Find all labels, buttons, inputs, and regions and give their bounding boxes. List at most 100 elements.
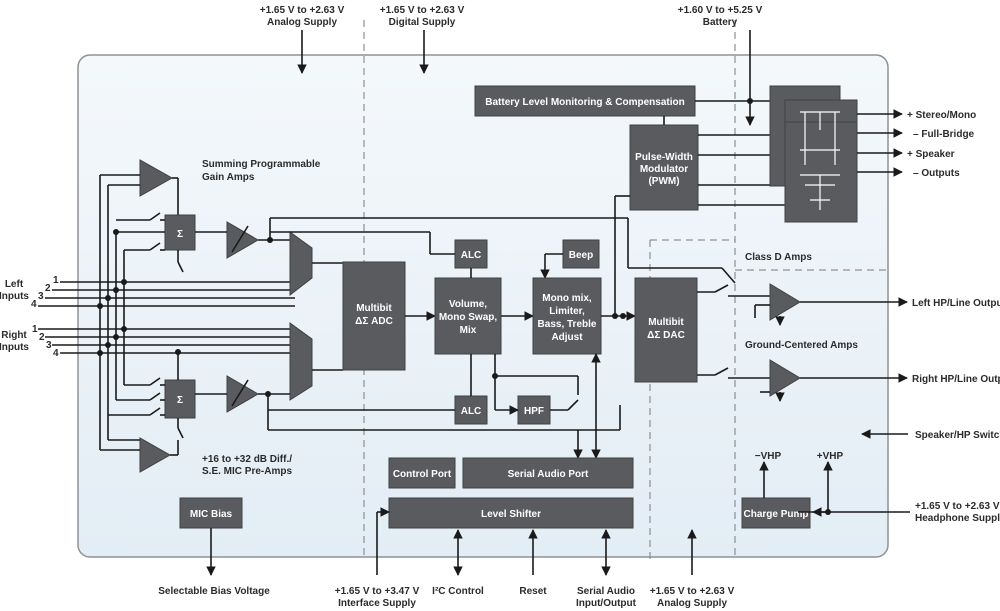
switch-label: Speaker/HP Switch: [915, 430, 1000, 441]
speaker-output-label: + Stereo/Mono: [907, 110, 976, 121]
annotation-line: +16 to +32 dB Diff./: [202, 454, 292, 465]
serial-audio-port-block: Serial Audio Port: [462, 457, 634, 489]
block-label: Σ: [177, 395, 183, 406]
interface-supply: +1.65 V to +3.47 V Interface Supply: [335, 507, 420, 609]
annotation-line: Summing Programmable: [202, 159, 321, 170]
block-label-line: Multibit: [648, 317, 684, 328]
pos-vhp-label: +VHP: [817, 451, 844, 462]
supply-name: Digital Supply: [389, 17, 456, 28]
supply-name: Analog Supply: [267, 17, 337, 28]
right-hp-amp: Right HP/Line Output: [760, 359, 1000, 402]
input-number: 2: [45, 283, 51, 294]
alc-bottom-block: ALC: [454, 395, 488, 425]
speaker-hp-switch: Speaker/HP Switch: [861, 429, 1000, 441]
input-number: 4: [53, 348, 59, 359]
battery-monitor-block: Battery Level Monitoring & Compensation: [474, 85, 696, 117]
block-label-line: Mix: [460, 325, 477, 336]
io-label: Serial Audio: [577, 586, 635, 597]
input-number: 3: [38, 291, 44, 302]
charge-pump-block: Charge Pump −VHP +VHP: [741, 451, 910, 529]
supply-voltage: +1.65 V to +2.63 V: [915, 501, 1000, 512]
block-label: MIC Bias: [190, 509, 233, 520]
left-hp-output-label: Left HP/Line Output: [912, 298, 1000, 309]
analog-supply-top: +1.65 V to +2.63 V Analog Supply: [260, 5, 345, 74]
input-number: 2: [39, 332, 45, 343]
speaker-outputs: + Stereo/Mono – Full-Bridge + Speaker – …: [857, 109, 976, 179]
i2c-control: I²C Control: [432, 529, 484, 597]
reset-input: Reset: [519, 529, 547, 597]
alc-top-block: ALC: [454, 239, 488, 269]
headphone-supply: +1.65 V to +2.63 V Headphone Supply: [915, 501, 1000, 524]
block-label: Battery Level Monitoring & Compensation: [485, 97, 684, 108]
hpf-block: HPF: [517, 395, 551, 425]
neg-vhp-label: −VHP: [755, 451, 782, 462]
speaker-output-label: – Full-Bridge: [913, 129, 975, 140]
block-label-line: Bass, Treble: [538, 319, 597, 330]
block-label-line: Multibit: [356, 303, 392, 314]
mic-preamp-top: [100, 159, 179, 215]
speaker-output-label: + Speaker: [907, 149, 955, 160]
block-label-line: Modulator: [640, 164, 688, 175]
supply-voltage: +1.65 V to +2.63 V: [380, 5, 465, 16]
beep-block: Beep: [562, 239, 600, 269]
sum-top-switches: [113, 212, 184, 273]
supply-voltage: +1.65 V to +2.63 V: [650, 586, 735, 597]
input-group-label: Left: [5, 279, 24, 290]
ground-centered-label: Ground-Centered Amps: [745, 340, 858, 351]
block-label-line: (PWM): [648, 176, 679, 187]
class-d-amps-label: Class D Amps: [745, 252, 812, 263]
input-number: 3: [46, 340, 52, 351]
mono-mix-block: Mono mix, Limiter, Bass, Treble Adjust: [532, 277, 602, 355]
block-label-line: Mono Swap,: [439, 312, 498, 323]
h-bridge-output-stage: [769, 85, 858, 223]
pga-bottom: [195, 375, 290, 413]
block-label: HPF: [524, 406, 544, 417]
block-label: Level Shifter: [481, 509, 541, 520]
input-group-label: Inputs: [0, 291, 29, 302]
dac-block: Multibit ΔΣ DAC: [634, 277, 698, 383]
supply-voltage: +1.65 V to +2.63 V: [260, 5, 345, 16]
block-label: ALC: [461, 406, 482, 417]
digital-supply-top: +1.65 V to +2.63 V Digital Supply: [380, 5, 465, 74]
analog-bypass-wires: [267, 217, 736, 431]
block-label: Serial Audio Port: [508, 469, 589, 480]
left-inputs: Left Inputs 1 2 3 4: [0, 275, 295, 310]
annotation-line: S.E. MIC Pre-Amps: [202, 466, 292, 477]
analog-supply-bottom: +1.65 V to +2.63 V Analog Supply: [650, 529, 735, 609]
right-hp-output-label: Right HP/Line Output: [912, 374, 1000, 385]
pwm-block: Pulse-Width Modulator (PWM): [629, 124, 699, 211]
supply-name: Battery: [703, 17, 738, 28]
volume-mix-block: Volume, Mono Swap, Mix: [434, 277, 502, 355]
bias-voltage-label: Selectable Bias Voltage: [158, 586, 270, 597]
io-label: I²C Control: [432, 586, 484, 597]
input-number: 1: [53, 275, 59, 286]
supply-name: Headphone Supply: [915, 513, 1000, 524]
left-input-mux: [289, 231, 313, 297]
block-label: Charge Pump: [743, 509, 808, 520]
pga-top: [195, 221, 290, 259]
supply-voltage: +1.60 V to +5.25 V: [678, 5, 763, 16]
block-label: ALC: [461, 250, 482, 261]
block-label-line: ΔΣ ADC: [355, 316, 393, 327]
sum-bottom-switches: [108, 349, 184, 439]
block-label-line: Mono mix,: [542, 293, 592, 304]
block-label-line: Pulse-Width: [635, 152, 693, 163]
speaker-output-label: – Outputs: [913, 168, 960, 179]
level-shifter-block: Level Shifter: [388, 497, 634, 529]
block-label: Control Port: [393, 469, 452, 480]
sum-block-bottom: Σ: [164, 379, 196, 419]
block-label-line: Volume,: [449, 299, 487, 310]
input-number: 1: [32, 324, 38, 335]
input-bus: [97, 175, 127, 450]
sum-block-top: Σ: [164, 214, 196, 251]
mic-preamp-bottom: [100, 437, 179, 473]
hp-output-path: [697, 284, 770, 379]
serial-audio-io: Serial Audio Input/Output: [576, 529, 637, 609]
block-label: Beep: [569, 250, 593, 261]
summing-amps-label: Summing Programmable Gain Amps: [202, 159, 321, 183]
block-label-line: ΔΣ DAC: [647, 330, 685, 341]
input-group-label: Inputs: [0, 342, 29, 353]
supply-name: Interface Supply: [338, 598, 416, 609]
block-label-line: Limiter,: [549, 306, 585, 317]
